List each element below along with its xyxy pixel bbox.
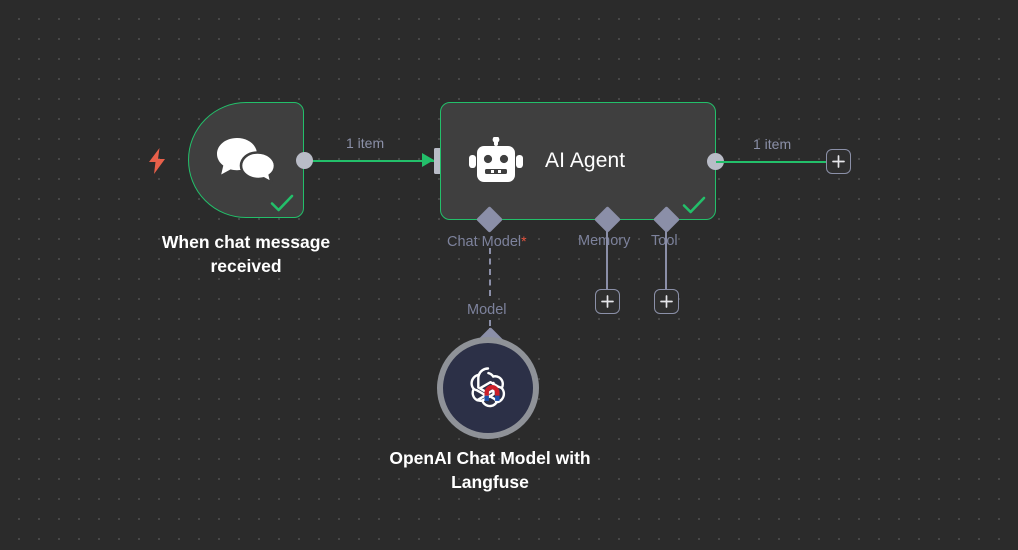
robot-icon bbox=[469, 136, 523, 185]
connection-label-items: 1 item bbox=[346, 135, 385, 151]
add-node-button-main[interactable] bbox=[826, 149, 851, 174]
node-openai-chat-model[interactable] bbox=[437, 337, 539, 439]
agent-status-check-icon bbox=[681, 195, 707, 215]
openai-langfuse-icon bbox=[462, 362, 514, 414]
langfuse-magnet-glyph bbox=[484, 385, 500, 401]
lightning-bolt-icon bbox=[147, 148, 167, 174]
connection-agent-to-memory-add[interactable] bbox=[606, 220, 608, 290]
trigger-status-check-icon bbox=[269, 193, 295, 213]
connection-trigger-to-agent[interactable] bbox=[305, 160, 435, 162]
trigger-node-caption: When chat message received bbox=[161, 232, 331, 277]
connection-agent-to-add[interactable] bbox=[716, 161, 826, 163]
openai-node-caption: OpenAI Chat Model with Langfuse bbox=[389, 448, 591, 493]
chat-model-label-text: Chat Model bbox=[447, 234, 522, 250]
agent-output-label-items: 1 item bbox=[753, 136, 792, 152]
add-node-button-memory[interactable] bbox=[595, 289, 620, 314]
plus-icon bbox=[601, 295, 614, 308]
sub-connector-label-chat-model: Chat Model* bbox=[447, 233, 527, 250]
required-asterisk-icon: * bbox=[521, 233, 527, 249]
sub-connector-label-memory: Memory bbox=[578, 233, 631, 249]
plus-icon bbox=[832, 155, 845, 168]
trigger-output-port[interactable] bbox=[296, 152, 313, 169]
node-when-chat-message-received[interactable] bbox=[188, 102, 304, 218]
agent-input-port[interactable] bbox=[434, 148, 444, 174]
agent-node-label: AI Agent bbox=[545, 149, 626, 172]
plus-icon bbox=[660, 295, 673, 308]
node-ai-agent[interactable]: AI Agent bbox=[440, 102, 716, 220]
sub-connector-label-tool: Tool bbox=[651, 233, 678, 249]
agent-output-port[interactable] bbox=[707, 153, 724, 170]
add-node-button-tool[interactable] bbox=[654, 289, 679, 314]
connection-agent-to-tool-add[interactable] bbox=[665, 220, 667, 290]
connection-agent-to-chat-model-upper[interactable] bbox=[489, 248, 491, 296]
sub-connector-label-model: Model bbox=[467, 302, 507, 318]
agent-input-arrow-icon bbox=[422, 152, 435, 168]
chat-bubbles-icon bbox=[215, 136, 277, 186]
